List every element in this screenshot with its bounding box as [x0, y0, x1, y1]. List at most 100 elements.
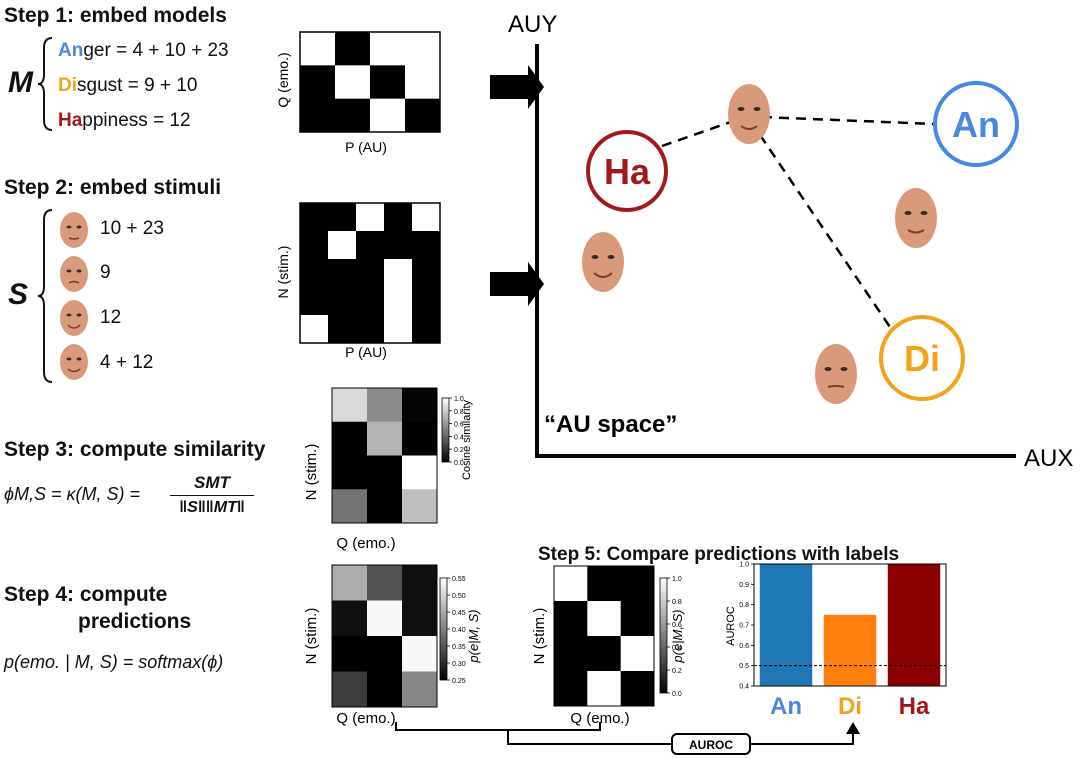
matrix-cell [412, 315, 441, 344]
matrix-cell [620, 601, 655, 637]
colorbar-tick: 0.50 [452, 593, 466, 600]
stimulus-4: 4 + 12 [100, 352, 154, 373]
x-label-di: Di [838, 693, 862, 720]
colorbar-tick: 0.25 [452, 678, 466, 685]
ha-node-label: Ha [604, 151, 651, 192]
matrix-cell [332, 671, 368, 708]
au-space-label: “AU space” [544, 411, 677, 438]
matrix-cell [300, 259, 329, 288]
stimulus-1: 10 + 23 [100, 218, 164, 239]
stimuli-matrix-xlabel: P (AU) [345, 344, 387, 360]
stimuli-brace [37, 209, 53, 383]
matrix-cell [328, 259, 357, 288]
models-matrix [299, 31, 441, 133]
matrix-cell [300, 98, 336, 133]
an-node-label: An [952, 104, 1000, 145]
y-tick-label: 1.0 [739, 562, 749, 569]
matrix-cell [335, 65, 371, 100]
bar-ha [887, 564, 941, 686]
labels-colorbar-label: p(e|M, S) [670, 609, 685, 663]
au-space-panel: AUY AUX “AU space” Ha An Di [490, 11, 1073, 472]
matrix-cell [367, 600, 403, 637]
matrix-cell [620, 566, 655, 602]
cosine-colorbar: 1.00.80.60.40.20.0 [441, 396, 464, 467]
matrix-cell [367, 455, 403, 490]
labels-matrix [553, 565, 655, 707]
matrix-cell [384, 203, 413, 232]
y-tick-label: 0.6 [739, 643, 749, 650]
matrix-cell [370, 65, 406, 100]
an-node [933, 81, 1019, 167]
matrix-cell [554, 566, 588, 602]
au-x-label: AUX [1024, 445, 1073, 472]
similarity-formula-numerator: SMT [194, 473, 230, 492]
matrix-cell [402, 636, 438, 672]
dashed-link [661, 116, 743, 148]
matrix-cell [367, 388, 403, 423]
dashed-link [761, 115, 935, 126]
matrix-cell [356, 203, 385, 232]
matrix-cell [328, 231, 357, 260]
model-disgust: Disgust = 9 + 10 [58, 75, 197, 97]
auroc-y-ticks: 0.40.50.60.70.80.91.0 [739, 562, 754, 691]
auroc-connector: AUROC [395, 722, 860, 755]
matrix-cell [587, 566, 622, 602]
similarity-matrix-xlabel: Q (emo.) [336, 535, 395, 552]
colorbar-tick: 0.45 [452, 610, 466, 617]
face-icon [815, 344, 857, 404]
x-label-ha: Ha [899, 693, 930, 720]
colorbar-tick: 0.6 [454, 422, 464, 429]
matrix-cell [587, 671, 622, 707]
matrix-cell [332, 421, 368, 456]
bar-an [759, 564, 813, 686]
au-y-label: AUY [508, 11, 557, 38]
colorbar-tick: 0.8 [672, 599, 682, 606]
matrix-cell [332, 600, 368, 637]
labels-colorbar: 1.00.80.60.40.20.0 [659, 576, 682, 698]
step5-title: Step 5: Compare predictions with labels [538, 544, 900, 565]
colorbar-tick: 0.35 [452, 644, 466, 651]
colorbar-tick: 0.6 [672, 622, 682, 629]
y-tick-label: 0.9 [739, 582, 749, 589]
colorbar-tick: 0.55 [452, 576, 466, 583]
matrix-cell [356, 315, 385, 344]
matrix-cell [405, 65, 441, 100]
colorbar-tick: 0.0 [454, 460, 464, 467]
colorbar-tick: 1.0 [454, 396, 464, 403]
models-symbol: M [8, 66, 33, 99]
colorbar-tick: 0.30 [452, 661, 466, 668]
labels-matrix-xlabel: Q (emo.) [570, 710, 629, 727]
face-icon [60, 256, 88, 292]
colorbar-tick: 0.40 [452, 627, 466, 634]
face-icon [60, 344, 88, 380]
auroc-x-labels: An Di Ha [770, 693, 930, 720]
matrix-cell [332, 636, 368, 672]
similarity-formula-denominator: ‖S‖‖MT‖ [179, 499, 245, 516]
matrix-cell [328, 287, 357, 316]
matrix-cell [402, 421, 438, 456]
matrix-cell [620, 671, 655, 707]
fraction-bar [170, 495, 254, 496]
auroc-chart-ylabel: AUROC [725, 606, 737, 646]
matrix-cell [412, 287, 441, 316]
matrix-cell [300, 203, 329, 232]
stimuli-matrix [299, 202, 441, 344]
y-tick-label: 0.5 [739, 663, 749, 670]
model-anger-abbr: An [58, 40, 84, 61]
colorbar-tick: 0.0 [672, 691, 682, 698]
similarity-matrix [331, 387, 438, 524]
matrix-cell [356, 287, 385, 316]
step4-title-cont: predictions [78, 610, 192, 633]
model-happiness: Happiness = 12 [58, 110, 191, 132]
predictions-colorbar-label: p(e|M, S) [466, 609, 481, 663]
x-label-an: An [770, 693, 802, 720]
prediction-formula: p(emo. | M, S) = softmax(ϕ) [4, 652, 224, 672]
model-disgust-abbr: Di [58, 75, 77, 96]
y-tick-label: 0.8 [739, 602, 749, 609]
matrix-cell [384, 231, 413, 260]
model-anger-def: ger = 4 + 10 + 23 [83, 40, 229, 61]
models-brace [37, 37, 53, 131]
face-icon [60, 300, 88, 336]
face-icon [582, 232, 624, 292]
face-icon [895, 188, 937, 248]
